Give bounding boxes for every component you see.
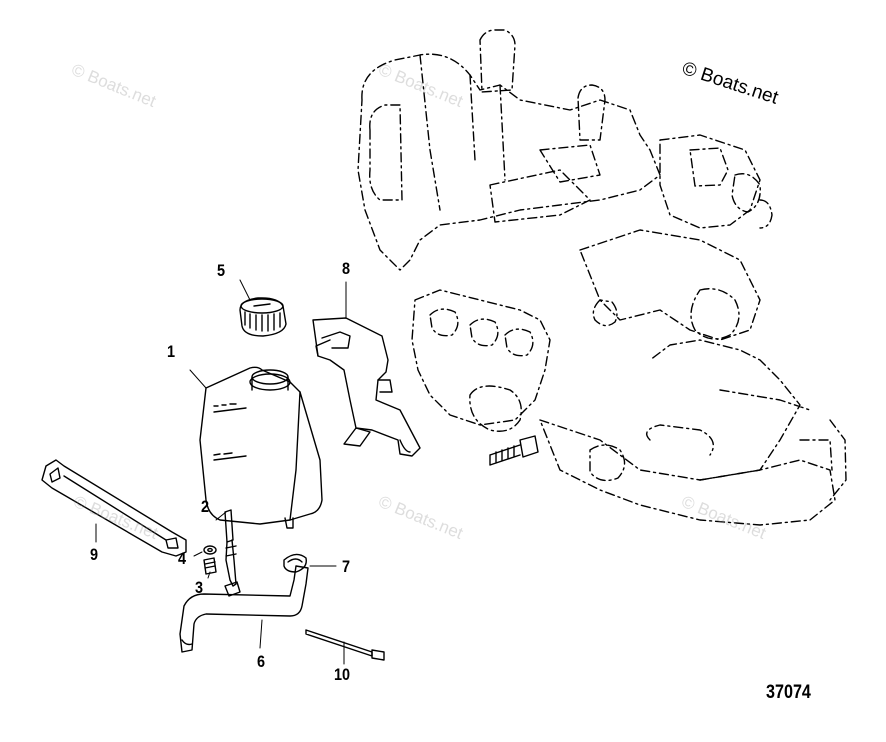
level-sensor [224,509,241,597]
callout-4: 4 [178,549,187,568]
cable-tie [305,629,385,661]
callout-7: 7 [342,557,351,576]
coolant-hose [179,565,309,653]
callout-8: 8 [342,259,351,278]
callout-9: 9 [90,545,99,564]
retaining-strap [41,459,187,557]
hose-fitting [203,557,217,575]
callout-10: 10 [334,665,351,684]
coolant-reservoir [199,366,323,529]
callout-5: 5 [217,261,226,280]
callout-3: 3 [195,578,204,597]
filler-cap [239,297,287,337]
engine-stud [489,435,539,466]
callout-6: 6 [257,652,266,671]
callout-1: 1 [167,342,176,361]
washer [203,545,217,555]
engine-assembly [357,29,847,526]
callout-2: 2 [201,497,210,516]
mounting-bracket [312,317,421,457]
leader-lines [95,279,347,665]
figure-number: 37074 [766,682,811,703]
